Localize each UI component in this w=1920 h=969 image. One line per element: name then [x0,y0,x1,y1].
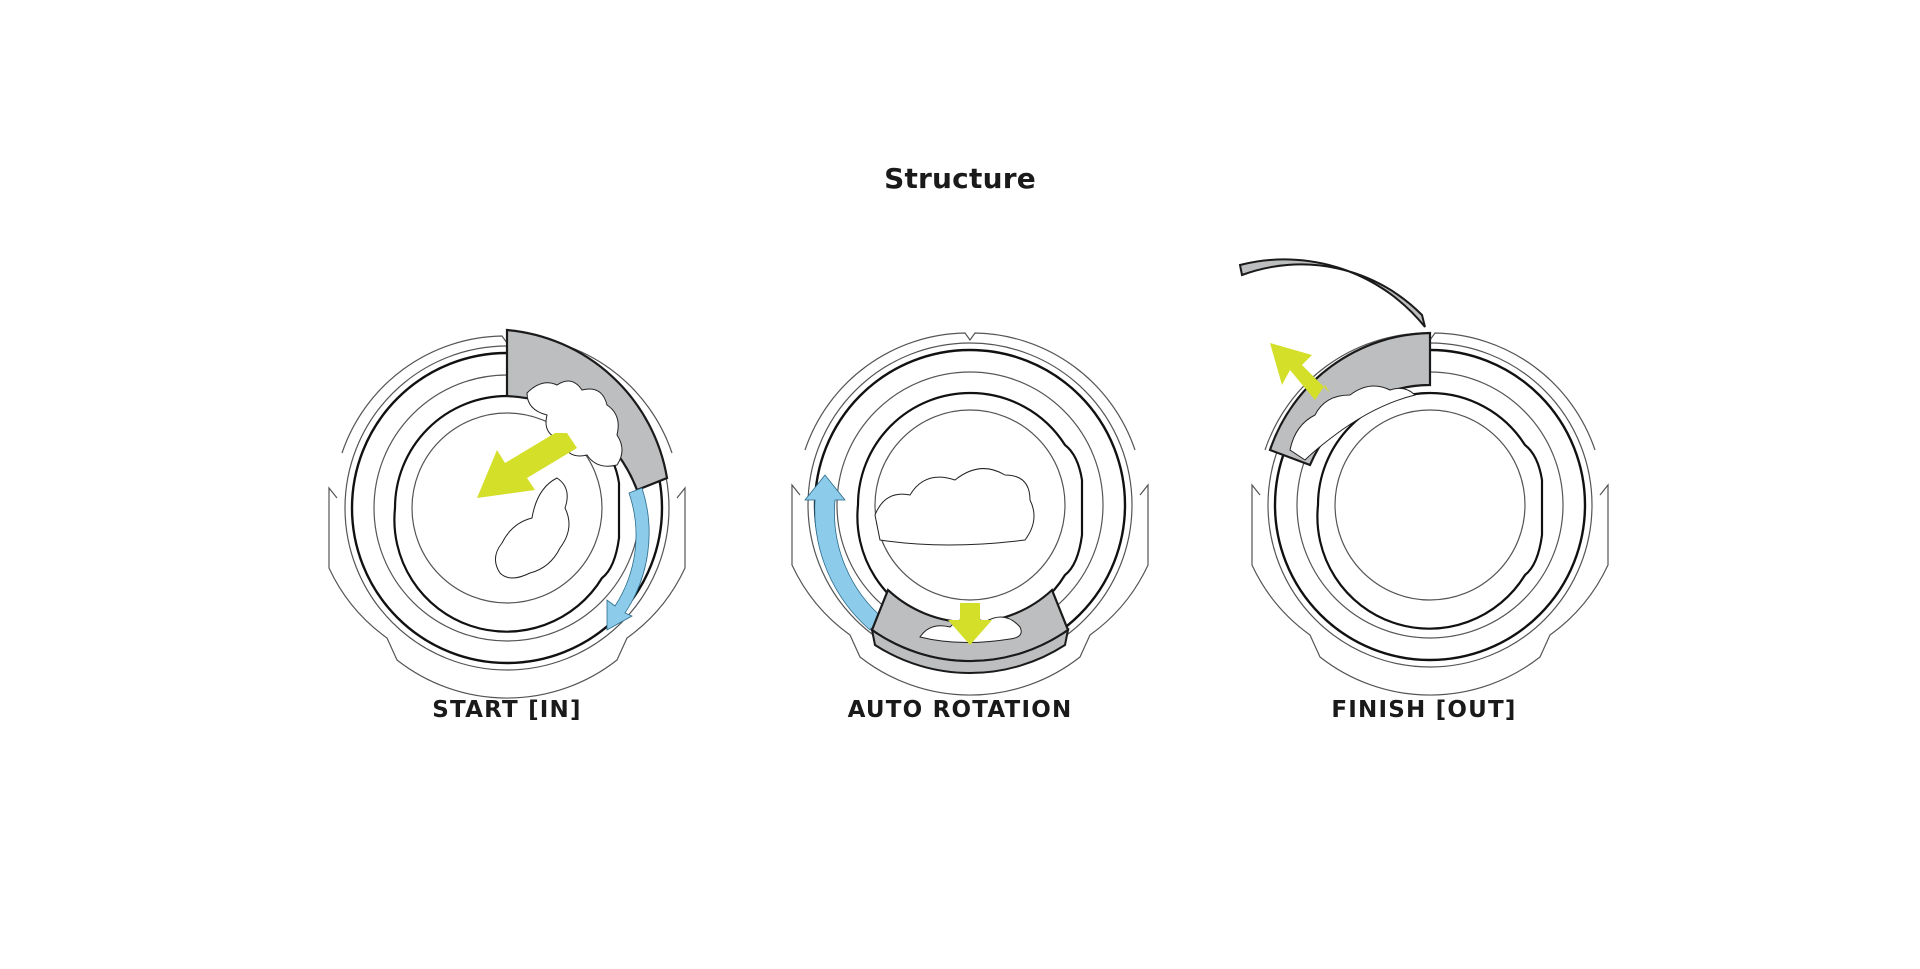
finish-out-illustration [1238,258,1610,697]
start-in-illustration [327,328,687,700]
stage-label-auto-rotation: AUTO ROTATION [847,697,1073,723]
rotation-arrow-clockwise [606,487,650,631]
load-arrow-down [948,603,992,645]
diagram-title: Structure [884,162,1036,195]
stage-label-finish: FINISH [OUT] [1331,697,1517,723]
load-arrow-outward [1270,343,1330,400]
stage-label-start: START [IN] [432,697,582,723]
load-arrow-inward [477,433,577,498]
rotation-arrow-clockwise [804,474,886,631]
auto-rotation-illustration [790,331,1150,697]
